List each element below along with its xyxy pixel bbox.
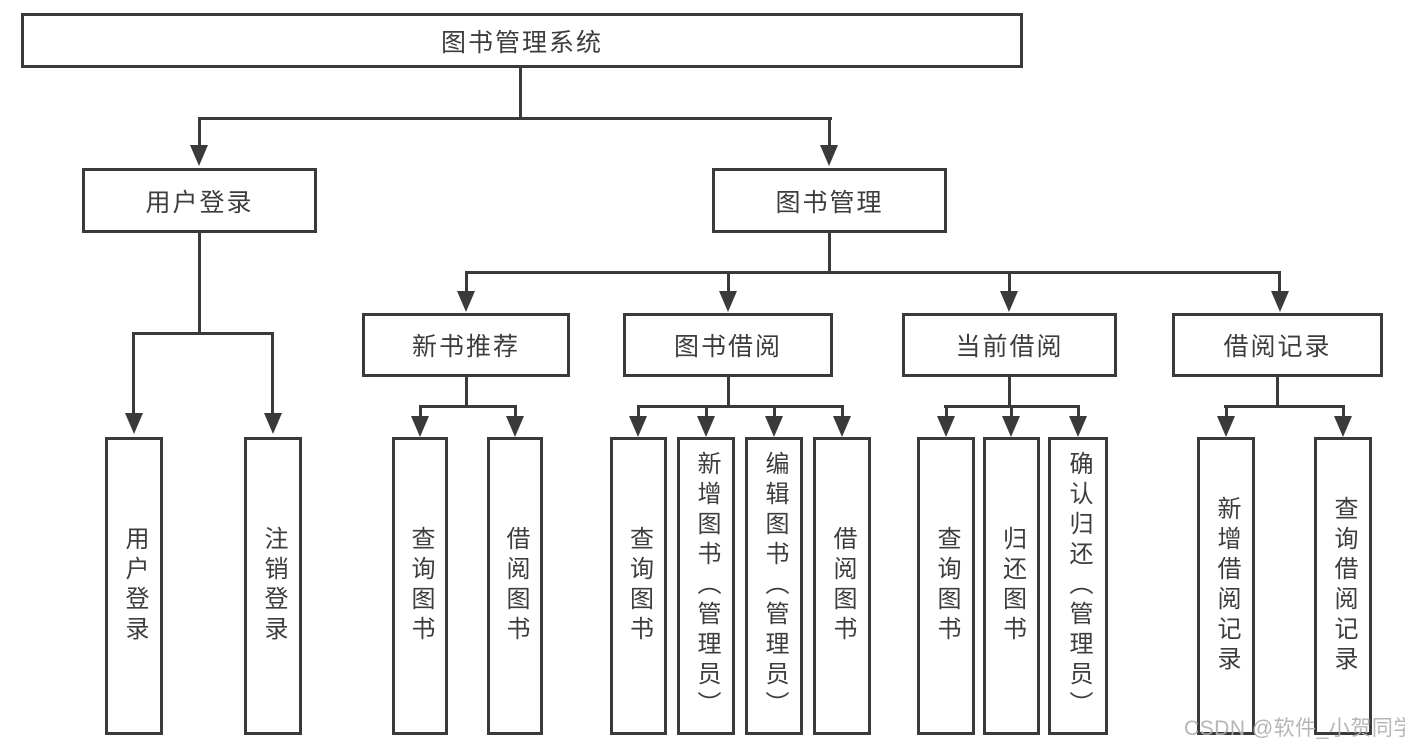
connector-line [465,271,1281,274]
connector-line [773,405,776,418]
leaf-label: 查询图书 [625,526,653,646]
connector-line [198,117,832,120]
connector-line [132,332,135,415]
leaf-query-books: 查询图书 [610,437,667,735]
connector-line [727,271,730,293]
leaf-user-login: 用户登录 [105,437,163,735]
node-current-borrowing: 当前借阅 [902,313,1117,377]
leaf-label: 用户登录 [121,526,148,646]
arrowhead [765,416,783,437]
leaf-add-books-admin: 新增图书（管理员） [677,437,735,735]
leaf-borrow-books: 借阅图书 [487,437,543,735]
leaf-add-borrow-record: 新增借阅记录 [1197,437,1255,735]
node-book-management: 图书管理 [712,168,947,233]
arrowhead [1217,416,1235,437]
connector-line [1278,271,1281,293]
leaf-label: 借阅图书 [829,526,856,646]
arrowhead [1334,416,1352,437]
connector-line [198,231,201,335]
arrowhead [264,413,282,434]
connector-line [727,375,730,408]
connector-line [705,405,708,418]
leaf-borrow-books: 借阅图书 [813,437,871,735]
connector-line [945,405,948,418]
connector-line [1008,271,1011,293]
arrowhead [1069,416,1087,437]
leaf-label: 注销登录 [260,526,287,646]
arrowhead [833,416,851,437]
watermark: CSDN @软件_小贺同学 [1184,717,1405,740]
arrowhead [820,145,838,166]
connector-line [1225,405,1228,418]
leaf-label: 编辑图书（管理员） [761,451,788,721]
leaf-label: 查询图书 [407,526,434,646]
connector-line [465,271,468,293]
connector-line [1276,375,1279,408]
leaf-query-borrow-record: 查询借阅记录 [1314,437,1372,735]
leaf-label: 借阅图书 [502,526,529,646]
connector-line [514,405,517,418]
connector-line [1077,405,1080,418]
leaf-label: 新增借阅记录 [1213,496,1240,676]
connector-line [419,405,422,418]
leaf-label: 查询借阅记录 [1330,496,1357,676]
node-user-login: 用户登录 [82,168,317,233]
leaf-query-books: 查询图书 [392,437,448,735]
connector-line [465,375,468,408]
node-new-book-recommend: 新书推荐 [362,313,570,377]
arrowhead [937,416,955,437]
connector-line [1008,375,1011,408]
arrowhead [719,291,737,312]
connector-line [198,117,201,148]
arrowhead [125,413,143,434]
arrowhead [1000,291,1018,312]
leaf-logout: 注销登录 [244,437,302,735]
arrowhead [1002,416,1020,437]
connector-line [828,117,831,148]
connector-line [132,332,274,335]
arrowhead [629,416,647,437]
leaf-edit-books-admin: 编辑图书（管理员） [745,437,803,735]
leaf-label: 归还图书 [998,526,1026,646]
leaf-label: 确认归还（管理员） [1065,451,1092,721]
connector-line [1010,405,1013,418]
connector-line [828,231,831,274]
leaf-label: 新增图书（管理员） [693,451,720,721]
arrowhead [411,416,429,437]
arrowhead [506,416,524,437]
node-library-system: 图书管理系统 [21,13,1023,68]
node-borrow-records: 借阅记录 [1172,313,1383,377]
arrowhead [1271,291,1289,312]
arrowhead [697,416,715,437]
node-book-borrowing: 图书借阅 [623,313,833,377]
leaf-label: 查询图书 [933,526,960,646]
connector-line [1224,405,1345,408]
connector-line [841,405,844,418]
connector-line [637,405,640,418]
connector-line [1342,405,1345,418]
connector-line [519,67,522,120]
leaf-return-books: 归还图书 [983,437,1040,735]
connector-line [637,405,843,408]
arrowhead [457,291,475,312]
arrowhead [190,145,208,166]
leaf-confirm-return-admin: 确认归还（管理员） [1048,437,1108,735]
leaf-query-books: 查询图书 [917,437,975,735]
connector-line [271,332,274,415]
connector-line [419,405,517,408]
